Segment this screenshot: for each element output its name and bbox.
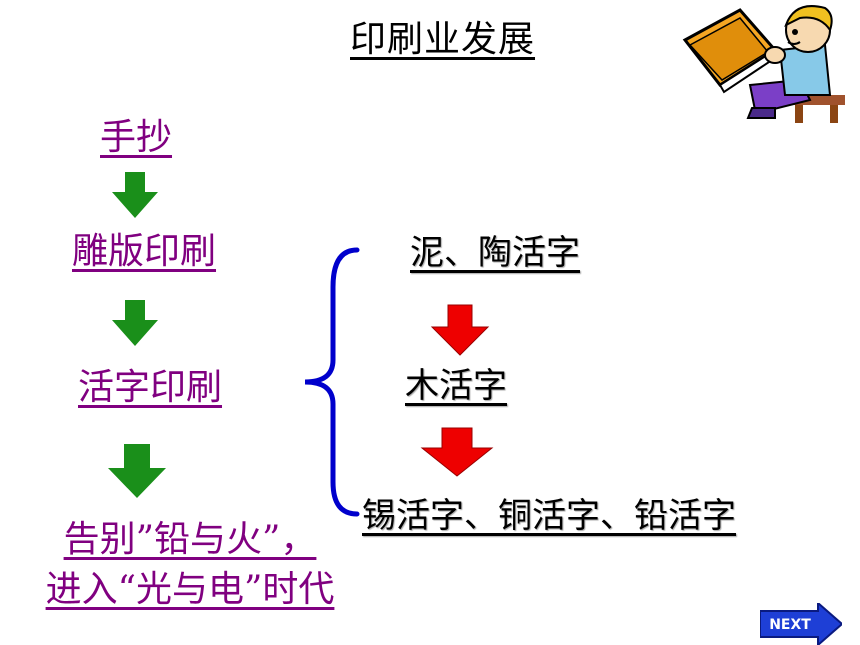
step-light-electric-era-link[interactable]: 告别”铅与火”， 进入“光与电”时代 — [0, 515, 400, 615]
page-title: 印刷业发展 — [350, 19, 536, 60]
step-handwriting-link[interactable]: 手抄 — [100, 117, 173, 158]
red-down-arrow-icon — [420, 427, 494, 477]
curly-brace — [304, 247, 360, 517]
red-down-arrow-icon — [430, 304, 490, 356]
final-step-line-2: 进入“光与电”时代 — [45, 569, 335, 610]
clay-type-label: 泥、陶活字 — [410, 233, 580, 273]
step-woodblock-printing-link[interactable]: 雕版印刷 — [72, 231, 217, 272]
next-button-label: NEXT — [769, 617, 811, 633]
step-movable-type-printing-link[interactable]: 活字印刷 — [78, 367, 223, 408]
wood-type-label: 木活字 — [405, 366, 507, 406]
green-down-arrow-icon — [112, 172, 158, 218]
metal-type-label: 锡活字、铜活字、铅活字 — [362, 496, 736, 536]
green-down-arrow-icon — [108, 444, 166, 498]
final-step-line-1: 告别”铅与火”， — [63, 519, 317, 560]
green-down-arrow-icon — [112, 300, 158, 346]
next-button[interactable]: NEXT — [760, 603, 842, 645]
reader-clipart-icon — [682, 5, 845, 123]
